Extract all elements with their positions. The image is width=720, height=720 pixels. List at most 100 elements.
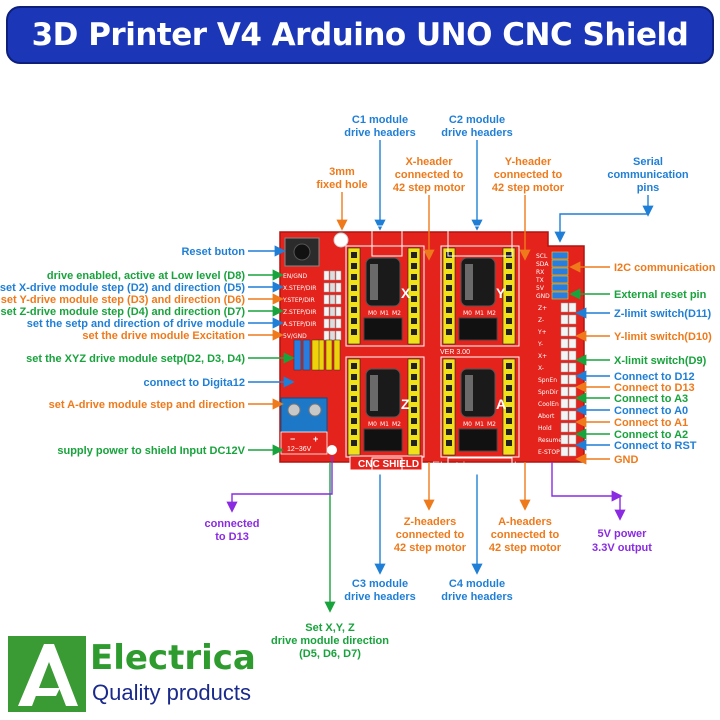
header-pin[interactable]	[560, 326, 569, 337]
ms-jumper-block[interactable]	[363, 317, 403, 341]
ms-label: M0	[463, 310, 472, 317]
header-pin[interactable]	[329, 270, 336, 281]
header-pin	[506, 318, 512, 324]
header-bracket	[447, 225, 513, 257]
header-pin[interactable]	[335, 318, 342, 329]
header-pin[interactable]	[560, 374, 569, 385]
header-pin[interactable]	[560, 386, 569, 397]
right-pin-row	[536, 386, 560, 397]
terminal-screw-right[interactable]	[308, 403, 322, 417]
jumper[interactable]	[325, 339, 333, 371]
header-pin[interactable]	[323, 282, 330, 293]
power-polarity-box	[280, 431, 328, 455]
header-pin[interactable]	[335, 294, 342, 305]
header-pin[interactable]	[568, 362, 577, 373]
header-pin[interactable]	[323, 294, 330, 305]
header-pin[interactable]	[551, 291, 569, 300]
label-d8: drive enabled, active at Low level (D8)	[47, 270, 245, 282]
right-pin-row	[536, 302, 560, 313]
header-pin[interactable]	[568, 338, 577, 349]
left-pin-label: 5V/GND	[283, 333, 307, 340]
silkscreen-name: CNC SHIELD	[358, 459, 419, 470]
label-ca2: Connect to A2	[614, 429, 688, 441]
header-pin[interactable]	[551, 259, 569, 268]
header-pin	[411, 252, 417, 258]
ms-jumper-block[interactable]	[363, 428, 403, 452]
header-pin[interactable]	[568, 434, 577, 445]
axis-label: A	[496, 396, 506, 412]
header-pin	[411, 363, 417, 369]
header-pin[interactable]	[560, 410, 569, 421]
header-pin[interactable]	[560, 302, 569, 313]
header-pin	[446, 374, 452, 380]
header-pin[interactable]	[560, 422, 569, 433]
header-pin[interactable]	[568, 302, 577, 313]
header-pin[interactable]	[568, 422, 577, 433]
header-pin[interactable]	[551, 275, 569, 284]
header-pin	[351, 429, 357, 435]
right-pin-label: Z+	[538, 305, 547, 312]
header-pin[interactable]	[329, 330, 336, 341]
header-pin	[411, 440, 417, 446]
header-pin[interactable]	[568, 410, 577, 421]
header-pin[interactable]	[329, 294, 336, 305]
right-pin-row	[536, 362, 560, 373]
header-pin[interactable]	[551, 251, 569, 260]
header-pin	[506, 263, 512, 269]
reset-button-cap[interactable]	[293, 243, 311, 261]
header-pin[interactable]	[560, 338, 569, 349]
header-pin	[446, 407, 452, 413]
power-terminal[interactable]	[280, 397, 328, 433]
left-pin-row	[281, 294, 323, 305]
header-pin[interactable]	[568, 374, 577, 385]
ms-jumper-block[interactable]	[458, 317, 498, 341]
header-pin	[351, 396, 357, 402]
header-pin	[351, 318, 357, 324]
header-pin[interactable]	[560, 398, 569, 409]
header-pin	[446, 329, 452, 335]
header-pin[interactable]	[568, 446, 577, 457]
header-pin[interactable]	[560, 314, 569, 325]
header-pin[interactable]	[329, 282, 336, 293]
voltage-label: 12~36V	[287, 446, 312, 453]
header-pin[interactable]	[323, 270, 330, 281]
header-pin[interactable]	[329, 318, 336, 329]
header-pin[interactable]	[560, 434, 569, 445]
header-pin[interactable]	[323, 318, 330, 329]
jumper[interactable]	[293, 339, 302, 371]
header-pin[interactable]	[568, 386, 577, 397]
header-pin	[351, 307, 357, 313]
header-pin	[506, 285, 512, 291]
jumper[interactable]	[333, 339, 341, 371]
header-pin[interactable]	[335, 330, 342, 341]
header-pin	[411, 418, 417, 424]
header-pin[interactable]	[568, 314, 577, 325]
header-pin[interactable]	[568, 350, 577, 361]
header-pin[interactable]	[323, 330, 330, 341]
jumper[interactable]	[302, 339, 311, 371]
terminal-screw-left[interactable]	[287, 403, 301, 417]
header-pin[interactable]	[335, 306, 342, 317]
header-pin[interactable]	[560, 350, 569, 361]
callout-elbow	[554, 213, 648, 243]
header-pin[interactable]	[568, 326, 577, 337]
header-pin[interactable]	[551, 267, 569, 276]
header-pin[interactable]	[335, 270, 342, 281]
header-pin	[506, 407, 512, 413]
header-pin[interactable]	[560, 446, 569, 457]
header-pin	[506, 440, 512, 446]
header-pin[interactable]	[560, 362, 569, 373]
header-pin[interactable]	[335, 282, 342, 293]
label-cd12: Connect to D12	[614, 371, 695, 383]
ms-jumper-block[interactable]	[458, 428, 498, 452]
header-pin	[411, 274, 417, 280]
header-pin[interactable]	[323, 306, 330, 317]
jumper[interactable]	[311, 339, 320, 371]
header-pin[interactable]	[568, 398, 577, 409]
header-pin[interactable]	[551, 283, 569, 292]
header-pin[interactable]	[329, 306, 336, 317]
